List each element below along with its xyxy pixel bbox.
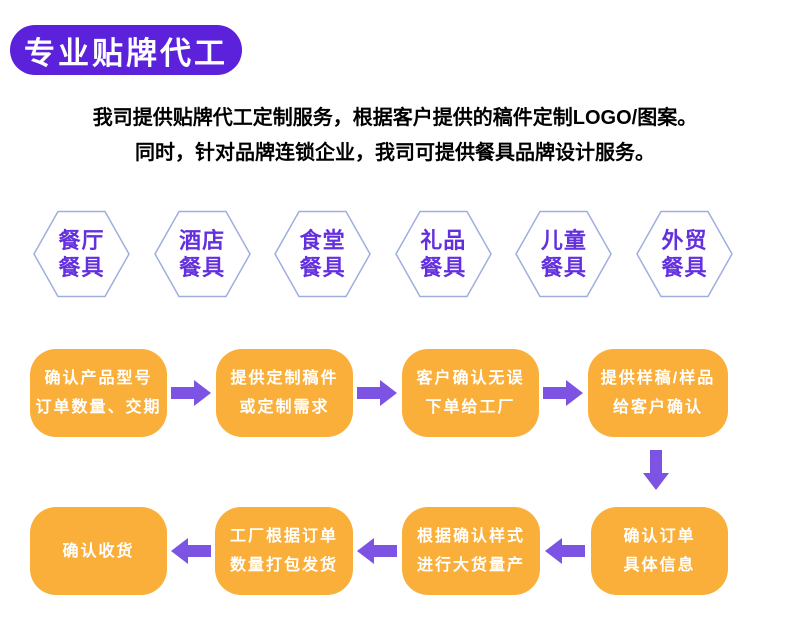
category-restaurant-tableware: 餐厅 餐具: [33, 210, 130, 298]
intro-line-2: 同时，针对品牌连锁企业，我司可提供餐具品牌设计服务。: [135, 142, 655, 164]
arrow-down-icon: [640, 450, 672, 495]
step-5-confirm-order-details: 确认订单 具体信息: [591, 507, 728, 595]
banner-title: 专业贴牌代工: [10, 25, 242, 75]
step-2-provide-draft: 提供定制稿件 或定制需求: [216, 349, 353, 437]
hexagon-shape: [33, 210, 130, 298]
category-label: 餐厅 餐具: [58, 228, 105, 280]
arrow-right-icon: [357, 377, 397, 414]
step-1-confirm-model: 确认产品型号 订单数量、交期: [30, 349, 167, 437]
category-hexagon-row: 餐厅 餐具 酒店 餐具 食堂 餐具 礼品 餐具: [33, 210, 733, 298]
step-8-confirm-receipt: 确认收货: [30, 507, 167, 595]
category-label: 食堂 餐具: [299, 228, 346, 280]
intro-line-1: 我司提供贴牌代工定制服务，根据客户提供的稿件定制LOGO/图案。: [92, 107, 698, 129]
arrow-left-icon: [545, 535, 585, 572]
hexagon-shape: [153, 210, 251, 298]
arrow-right-icon: [543, 377, 583, 414]
category-label: 礼品 餐具: [420, 228, 467, 280]
hexagon-shape: [274, 210, 372, 298]
category-foreign-trade-tableware: 外贸 餐具: [636, 210, 733, 298]
category-label: 酒店 餐具: [179, 228, 226, 280]
category-label: 外贸 餐具: [661, 228, 708, 280]
category-children-tableware: 儿童 餐具: [515, 210, 613, 298]
hexagon-shape: [515, 210, 613, 298]
step-7-factory-pack-ship: 工厂根据订单 数量打包发货: [215, 507, 353, 595]
category-gift-tableware: 礼品 餐具: [394, 210, 492, 298]
step-6-mass-production: 根据确认样式 进行大货量产: [402, 507, 540, 595]
category-canteen-tableware: 食堂 餐具: [274, 210, 372, 298]
category-hotel-tableware: 酒店 餐具: [153, 210, 251, 298]
hexagon-shape: [394, 210, 492, 298]
step-4-provide-sample: 提供样稿/样品 给客户确认: [588, 349, 728, 437]
hexagon-shape: [636, 210, 733, 298]
arrow-left-icon: [357, 535, 397, 572]
arrow-left-icon: [171, 535, 211, 572]
category-label: 儿童 餐具: [540, 228, 587, 280]
step-3-customer-confirm: 客户确认无误 下单给工厂: [402, 349, 539, 437]
intro-paragraph: 我司提供贴牌代工定制服务，根据客户提供的稿件定制LOGO/图案。 同时，针对品牌…: [0, 101, 790, 171]
arrow-right-icon: [171, 377, 211, 414]
